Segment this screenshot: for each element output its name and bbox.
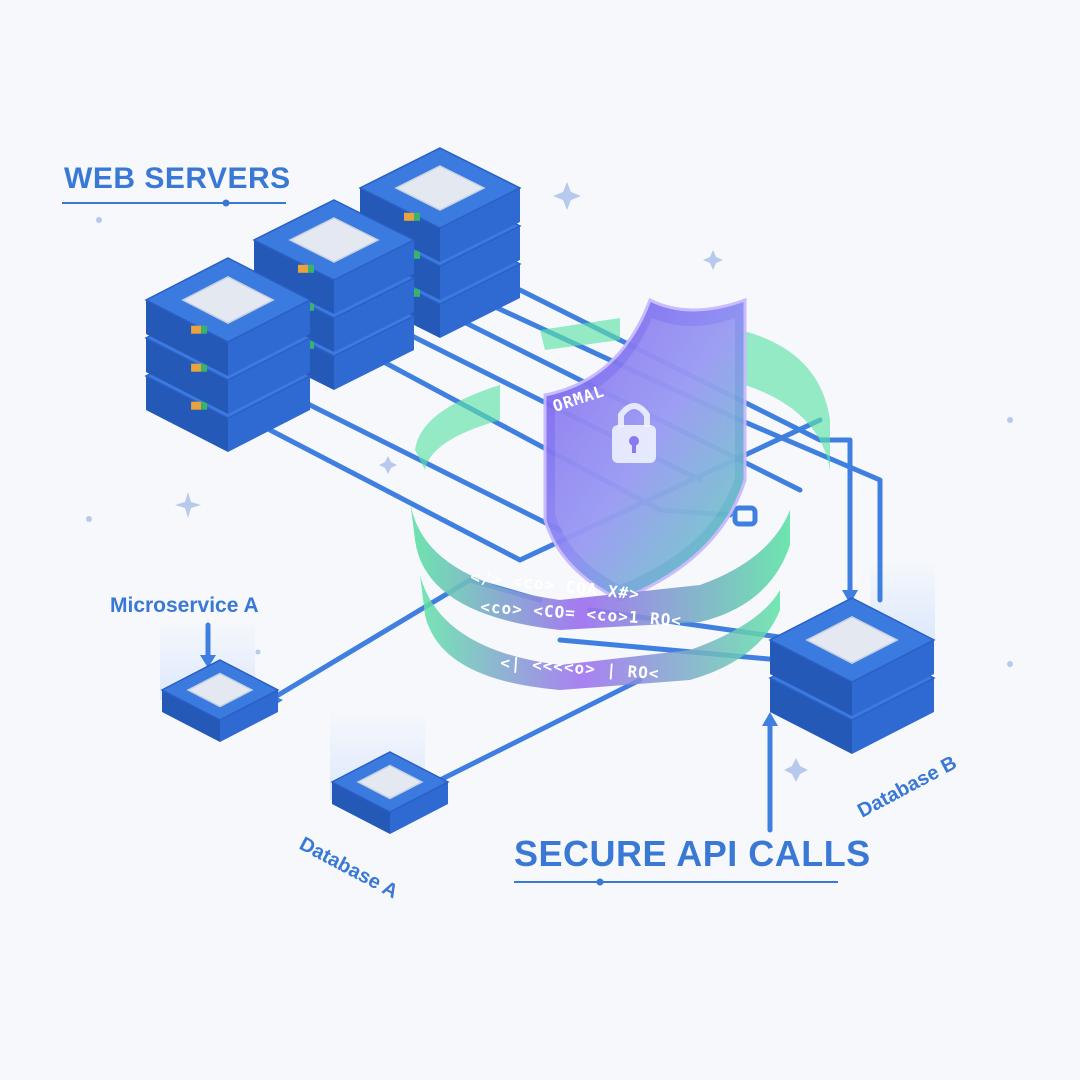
link-node: [732, 505, 758, 527]
sparkle-icon: [784, 758, 808, 782]
decor-dot: [255, 649, 261, 655]
ring-front-band: [420, 575, 780, 690]
server-side: [146, 376, 228, 452]
database-b-label: Database B: [854, 752, 961, 823]
server-top-panel: [288, 217, 380, 263]
server-side: [440, 264, 520, 338]
status-light: [414, 250, 420, 259]
server-side: [334, 278, 414, 352]
server-side: [852, 678, 934, 754]
link-line: [297, 397, 563, 533]
label-web-servers: WEB SERVERS: [62, 162, 291, 207]
server-top-panel: [181, 276, 275, 324]
database-a-node: [330, 751, 450, 834]
status-light: [404, 212, 414, 221]
server-unit: [768, 597, 936, 716]
arrow-icon: [200, 655, 216, 668]
server-top-panel: [805, 616, 899, 664]
server-side: [440, 188, 520, 262]
secure-api-calls-label: SECURE API CALLS: [514, 833, 871, 874]
status-light: [308, 302, 314, 311]
link-line: [437, 677, 643, 783]
server-unit: [358, 147, 522, 262]
status-light: [308, 340, 314, 349]
database-a-label: Database A: [296, 833, 402, 903]
code-ring: [415, 318, 830, 470]
shield-icon: ORMAL: [543, 297, 747, 602]
link-line: [557, 637, 783, 663]
code-ring-front: </> <co> CQA X#> <co> <CO= <co>1 RO< <| …: [410, 500, 790, 690]
server-top-panel: [356, 764, 424, 800]
server-side: [146, 338, 228, 414]
sparkle-icon: [703, 250, 723, 270]
microservice-a-node: [160, 659, 280, 742]
server-stacks: [144, 147, 936, 834]
lock-icon: [612, 403, 656, 463]
server-side: [360, 188, 440, 262]
server-side: [220, 690, 278, 742]
server-side: [852, 640, 934, 716]
server-side: [390, 782, 448, 834]
status-light: [298, 264, 308, 273]
decor-dot: [1007, 417, 1013, 423]
server-unit: [160, 659, 280, 742]
label-underline-dot: [222, 199, 230, 207]
sparkle-icon: [175, 492, 201, 518]
web-servers-label: WEB SERVERS: [64, 162, 291, 195]
label-secure-api-calls: SECURE API CALLS: [514, 833, 871, 886]
decor-dot: [1007, 661, 1013, 667]
status-light: [201, 325, 208, 334]
database-b-stack: [768, 597, 936, 754]
server-unit: [252, 199, 416, 314]
decor-dot: [86, 516, 92, 522]
status-light: [414, 288, 420, 297]
status-light: [191, 401, 202, 410]
link-line: [477, 297, 883, 603]
server-side: [228, 376, 310, 452]
label-underline-dot: [596, 878, 604, 886]
ring-back-band: [540, 318, 620, 350]
sparkle-icon: [379, 456, 397, 474]
server-side: [770, 640, 852, 716]
server-side: [334, 316, 414, 390]
server-side: [228, 338, 310, 414]
web-server-stack: [144, 257, 312, 452]
server-side: [146, 300, 228, 376]
ring-back-band: [740, 330, 830, 470]
status-light: [191, 325, 202, 334]
server-side: [228, 300, 310, 376]
status-light: [308, 264, 314, 273]
server-top-panel: [394, 165, 486, 211]
server-side: [332, 782, 390, 834]
arrow-icon: [762, 712, 778, 726]
decor-dot: [96, 217, 102, 223]
server-side: [162, 690, 220, 742]
arrow-icon: [842, 590, 858, 604]
ring-front-band: [410, 500, 790, 630]
server-side: [254, 240, 334, 314]
sparkle-icon: [553, 182, 581, 210]
status-light: [201, 363, 208, 372]
status-light: [414, 212, 420, 221]
status-light: [191, 363, 202, 372]
server-unit: [330, 751, 450, 834]
microservice-a-label: Microservice A: [110, 594, 259, 617]
ring-back-band: [415, 385, 500, 470]
server-top-panel: [186, 672, 254, 708]
server-unit: [144, 257, 312, 376]
decor-sparkles: [86, 182, 1013, 782]
server-side: [334, 240, 414, 314]
status-light: [201, 401, 208, 410]
server-side: [440, 226, 520, 300]
server-side: [770, 678, 852, 754]
